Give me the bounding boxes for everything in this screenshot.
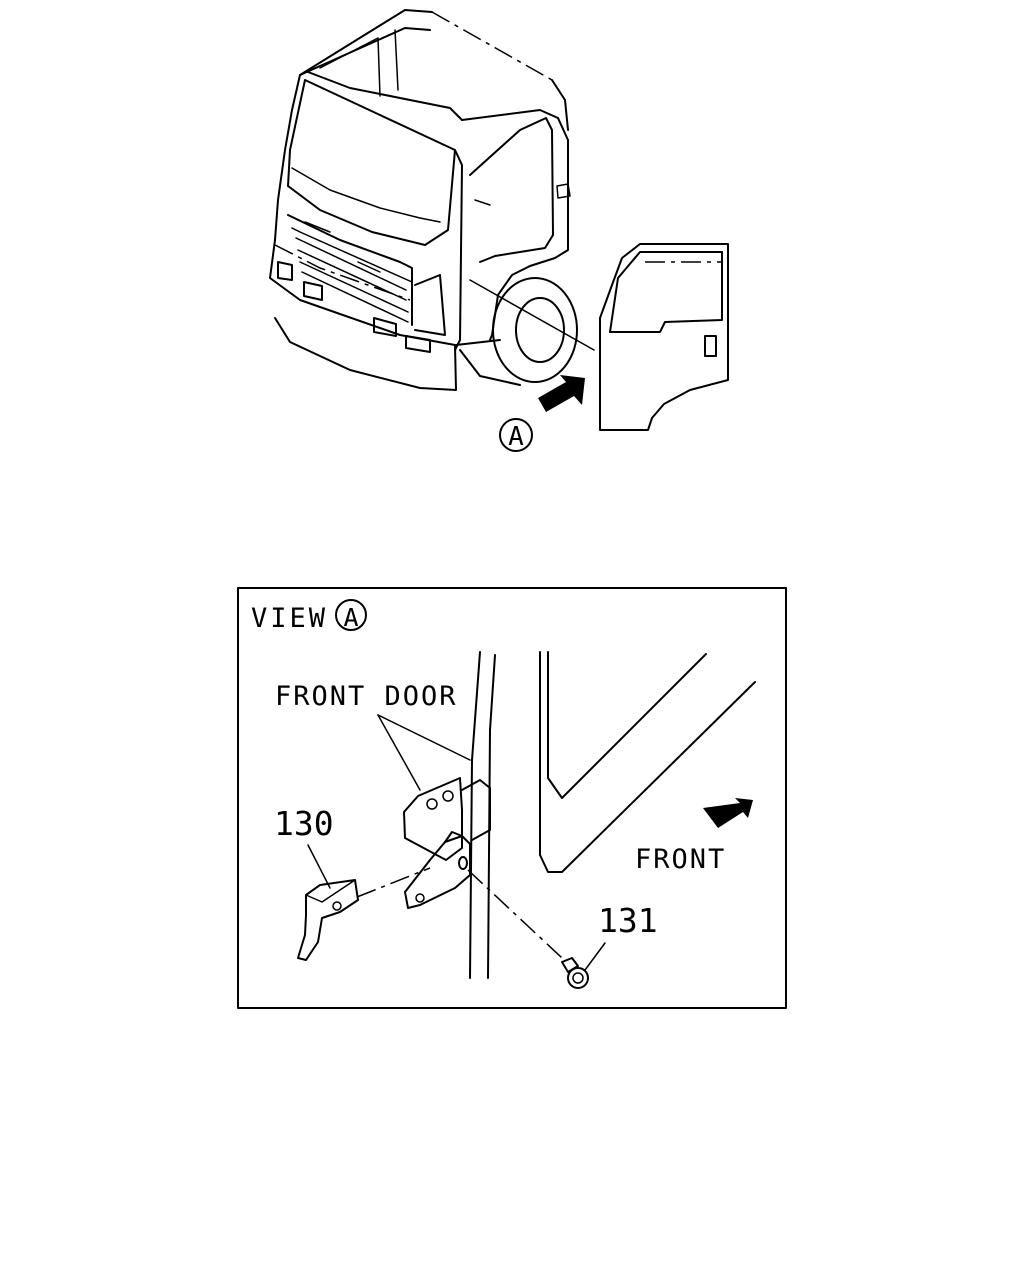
truck-cab-illustration xyxy=(269,9,595,391)
label-front: FRONT xyxy=(635,844,726,875)
part-130-number: 130 xyxy=(274,804,334,843)
view-a-panel: VIEW A FRONT DOOR 130 131 xyxy=(237,587,787,1009)
callout-a: A xyxy=(499,418,533,452)
callout-a-letter: A xyxy=(508,422,524,452)
view-direction-arrow xyxy=(538,375,585,412)
label-front-door: FRONT DOOR xyxy=(275,681,458,712)
front-direction-arrow xyxy=(703,798,753,828)
view-title-letter: A xyxy=(343,603,358,632)
view-title: VIEW xyxy=(251,603,328,634)
part-131-number: 131 xyxy=(598,901,658,940)
front-door-illustration xyxy=(599,243,729,431)
